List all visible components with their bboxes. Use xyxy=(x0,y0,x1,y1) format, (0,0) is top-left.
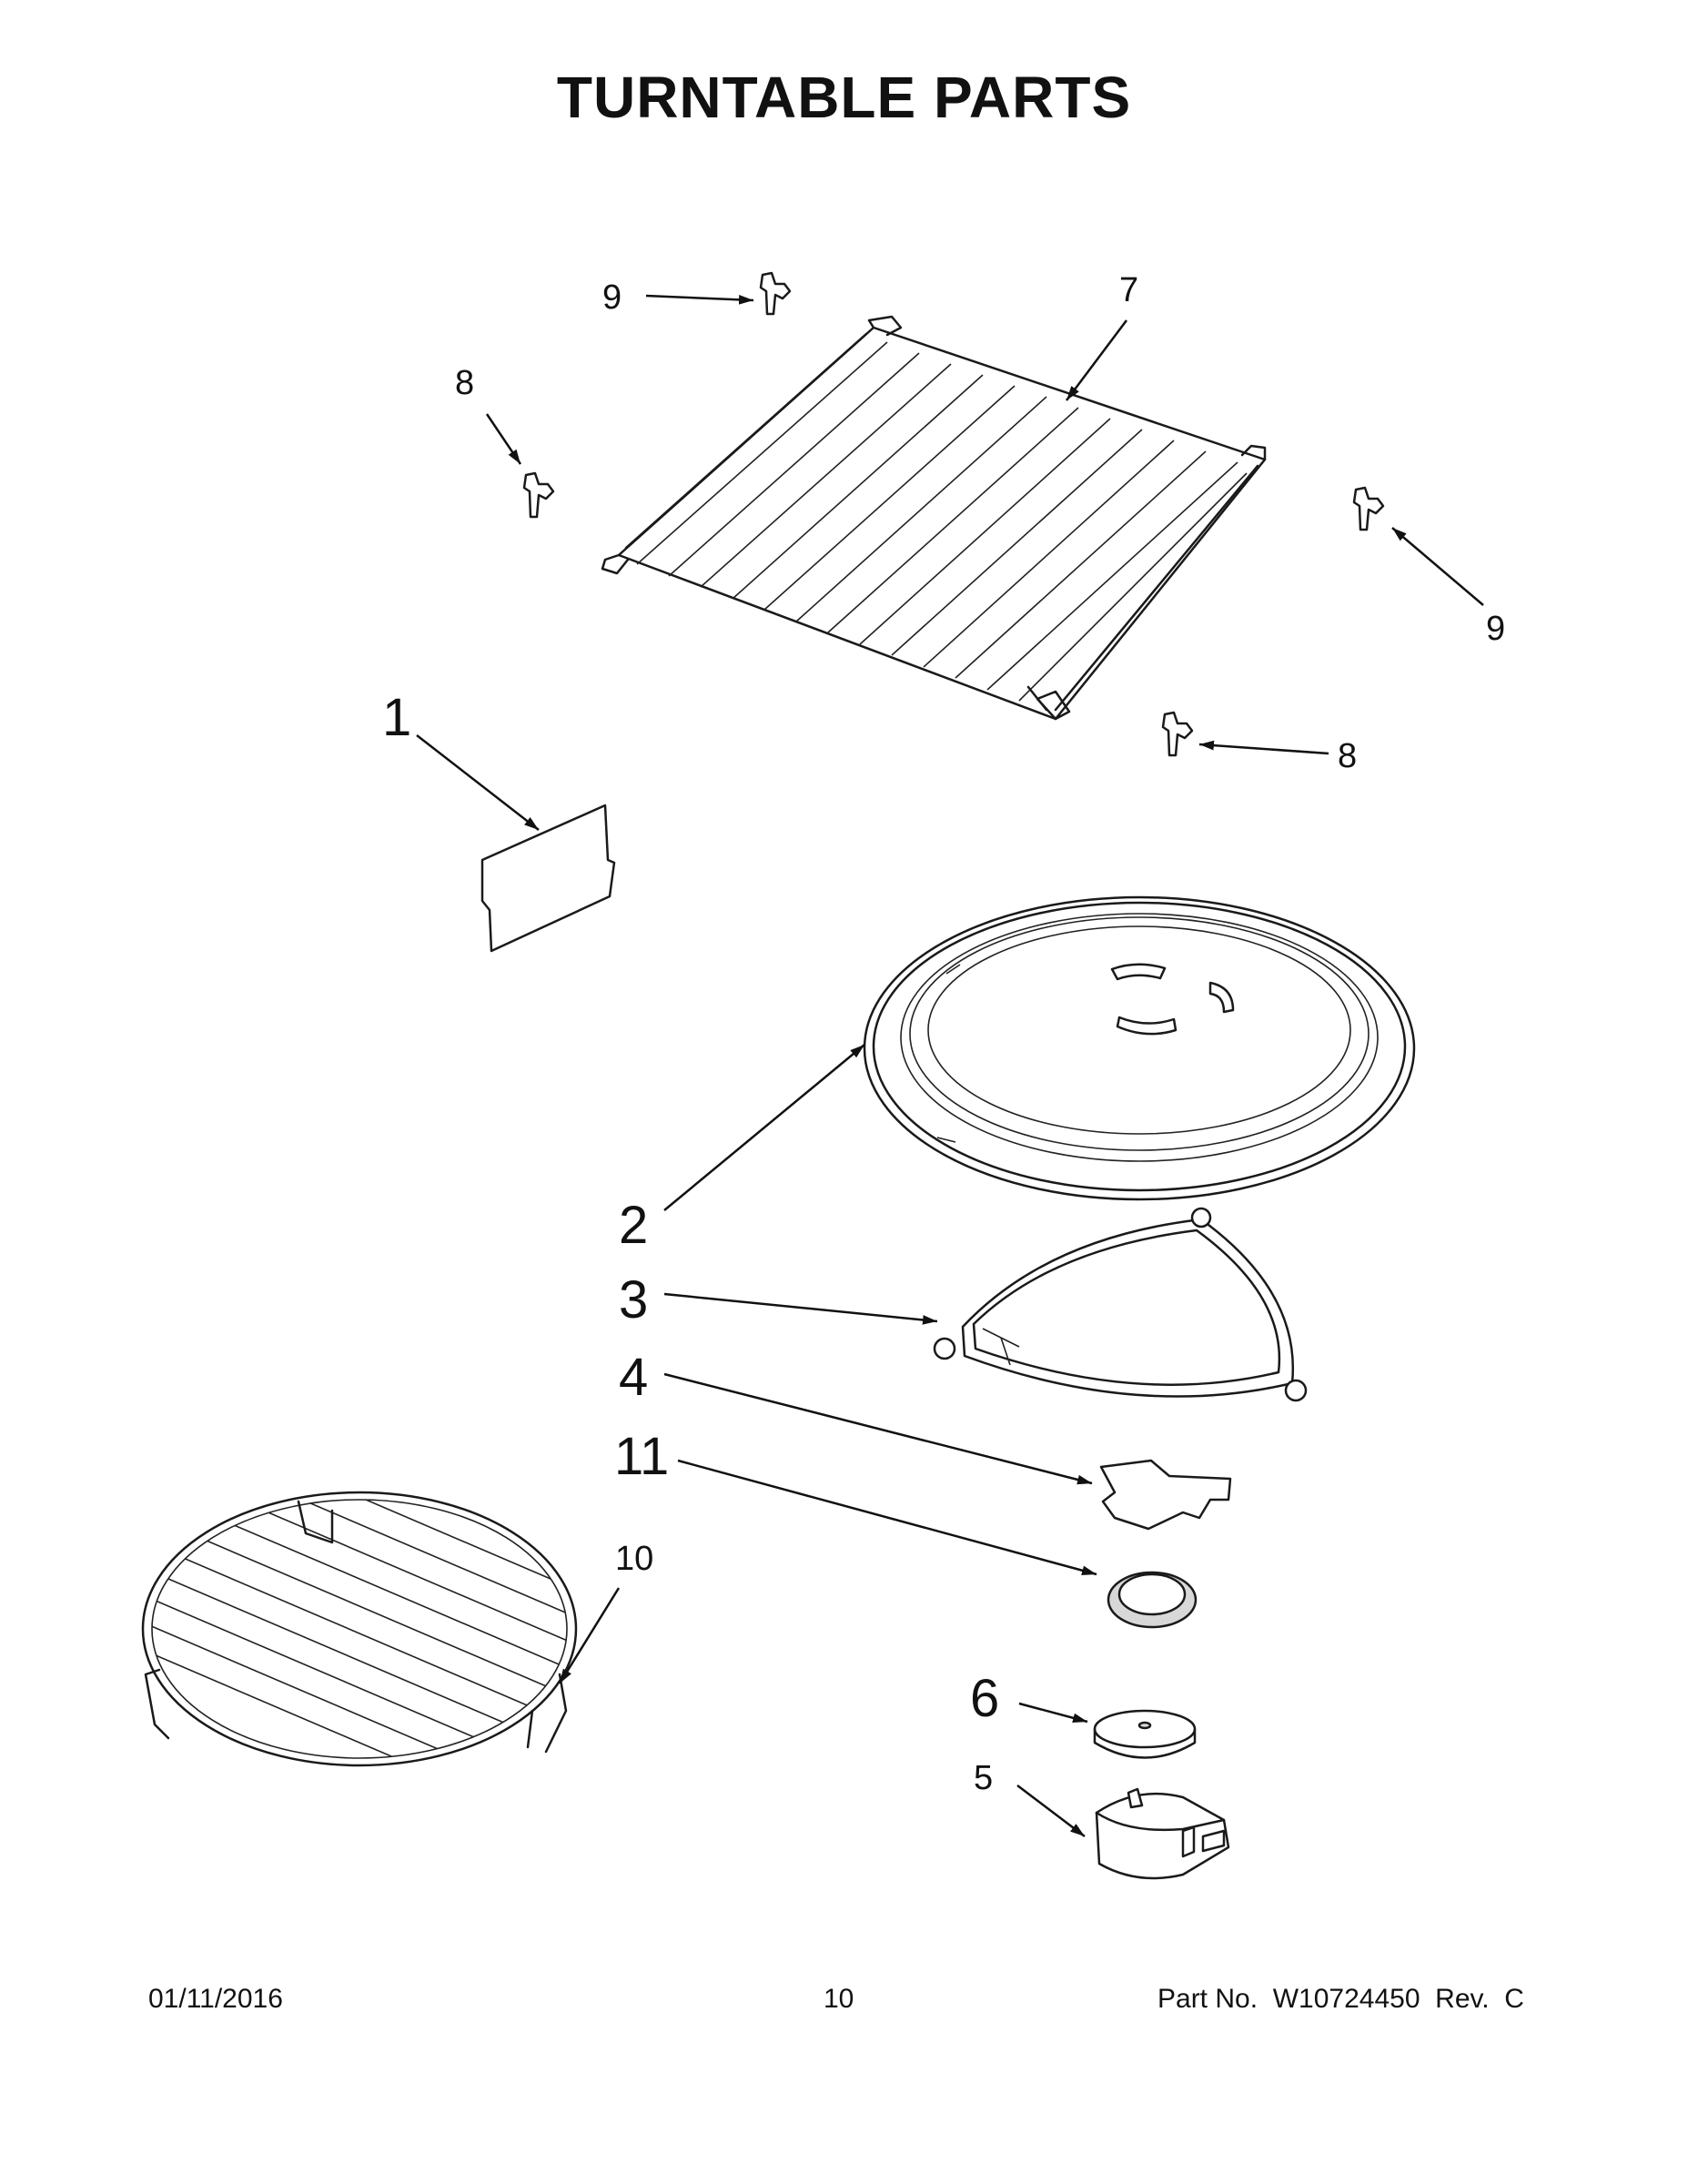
leader-arrows xyxy=(416,294,1484,1837)
callout-9-top: 9 xyxy=(602,278,622,317)
coupler-part-4 xyxy=(1099,1459,1232,1531)
clip-part-9-right xyxy=(1352,486,1385,531)
clip-part-8-bottom xyxy=(1161,711,1194,757)
callout-3: 3 xyxy=(619,1270,649,1330)
round-rack-part-10 xyxy=(141,1491,578,1767)
hub-part-6 xyxy=(1093,1709,1197,1759)
callout-4: 4 xyxy=(619,1348,649,1407)
footer-date: 01/11/2016 xyxy=(148,1984,283,2014)
footer-page-number: 10 xyxy=(824,1984,854,2014)
motor-part-5 xyxy=(1095,1787,1230,1880)
callout-7: 7 xyxy=(1119,271,1139,309)
clip-part-9-top xyxy=(759,271,792,316)
callout-10: 10 xyxy=(615,1540,654,1578)
callout-5: 5 xyxy=(974,1759,994,1797)
page-title: TURNTABLE PARTS xyxy=(556,65,1132,130)
roller-ring-part-3 xyxy=(933,1207,1308,1402)
callout-1: 1 xyxy=(382,688,412,747)
waveguide-cover-part-1 xyxy=(480,804,616,953)
footer-part-number: Part No. W10724450 Rev. C xyxy=(1157,1984,1524,2014)
callout-2: 2 xyxy=(619,1196,649,1255)
callout-9-right: 9 xyxy=(1486,610,1506,648)
wire-rack-part-7 xyxy=(601,315,1267,721)
callout-8-left: 8 xyxy=(455,364,475,402)
ring-seal-part-11 xyxy=(1107,1571,1198,1629)
glass-tray-part-2 xyxy=(863,895,1416,1201)
clip-part-8-left xyxy=(522,471,555,519)
callout-6: 6 xyxy=(970,1669,1000,1728)
callout-8-bottom: 8 xyxy=(1338,737,1358,775)
callout-11: 11 xyxy=(614,1427,670,1486)
